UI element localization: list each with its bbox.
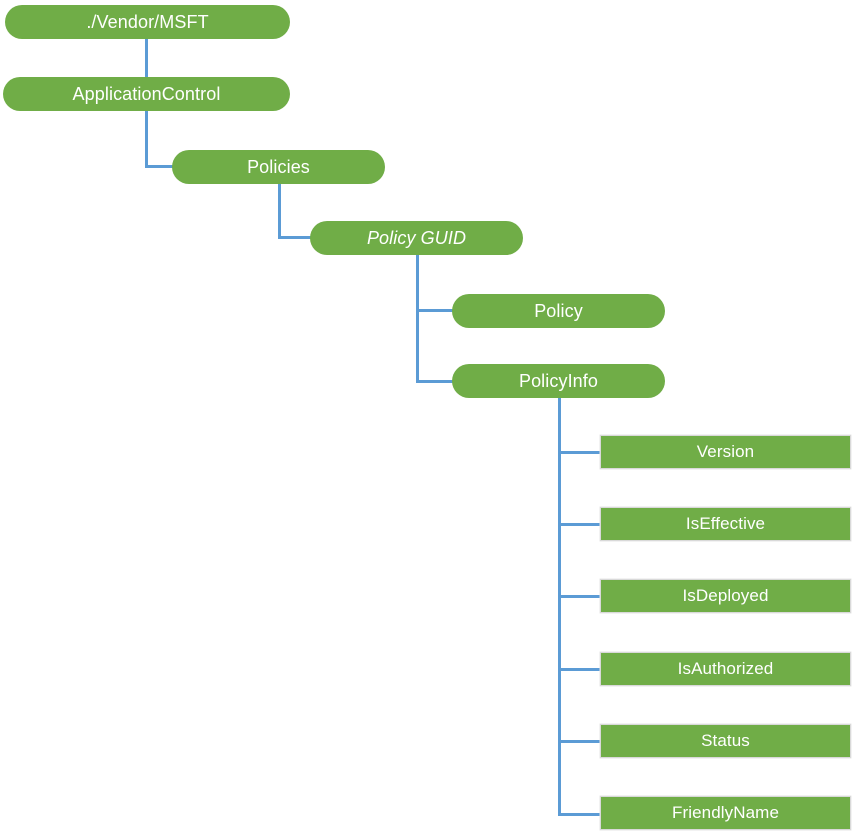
connector-policyinfo-to-iseffective	[558, 523, 603, 526]
node-friendlyname[interactable]: FriendlyName	[600, 796, 851, 830]
connector-guid-to-policyinfo-horizontal	[416, 380, 456, 383]
node-isdeployed[interactable]: IsDeployed	[600, 579, 851, 613]
node-vendor[interactable]: ./Vendor/MSFT	[5, 5, 290, 39]
node-label-appcontrol: ApplicationControl	[72, 83, 221, 104]
connector-policies-trunk-vertical	[278, 182, 281, 239]
node-policyguid[interactable]: Policy GUID	[310, 221, 523, 255]
node-label-status: Status	[701, 731, 750, 750]
connector-policyinfo-trunk-vertical	[558, 397, 561, 816]
connector-guid-to-policy-horizontal	[416, 309, 456, 312]
node-appcontrol[interactable]: ApplicationControl	[3, 77, 290, 111]
connector-policyinfo-to-friendlyname	[558, 813, 603, 816]
connector-policies-to-guid-horizontal	[278, 236, 313, 239]
node-version[interactable]: Version	[600, 435, 851, 469]
connector-appcontrol-trunk-vertical	[145, 110, 148, 168]
connector-vendor-to-appcontrol-vertical	[145, 38, 148, 77]
node-iseffective[interactable]: IsEffective	[600, 507, 851, 541]
node-label-iseffective: IsEffective	[685, 514, 766, 533]
node-label-policy: Policy	[534, 300, 583, 321]
connector-appcontrol-to-policies-horizontal	[145, 165, 175, 168]
connector-policyinfo-to-version	[558, 451, 603, 454]
node-label-isauthorized: IsAuthorized	[677, 659, 774, 678]
connector-guid-trunk-vertical	[416, 254, 419, 383]
node-policyinfo[interactable]: PolicyInfo	[452, 364, 665, 398]
node-label-policies: Policies	[247, 156, 310, 177]
node-policies[interactable]: Policies	[172, 150, 385, 184]
node-label-friendlyname: FriendlyName	[671, 803, 779, 822]
node-policy[interactable]: Policy	[452, 294, 665, 328]
node-label-isdeployed: IsDeployed	[682, 586, 769, 605]
node-status[interactable]: Status	[600, 724, 851, 758]
connector-policyinfo-to-status	[558, 740, 603, 743]
connector-policyinfo-to-isdeployed	[558, 595, 603, 598]
node-label-policyinfo: PolicyInfo	[518, 370, 599, 391]
connector-policyinfo-to-isauthorized	[558, 668, 603, 671]
node-label-version: Version	[696, 442, 755, 461]
node-isauthorized[interactable]: IsAuthorized	[600, 652, 851, 686]
node-label-policyguid: Policy GUID	[366, 227, 467, 248]
node-label-vendor: ./Vendor/MSFT	[86, 11, 209, 32]
